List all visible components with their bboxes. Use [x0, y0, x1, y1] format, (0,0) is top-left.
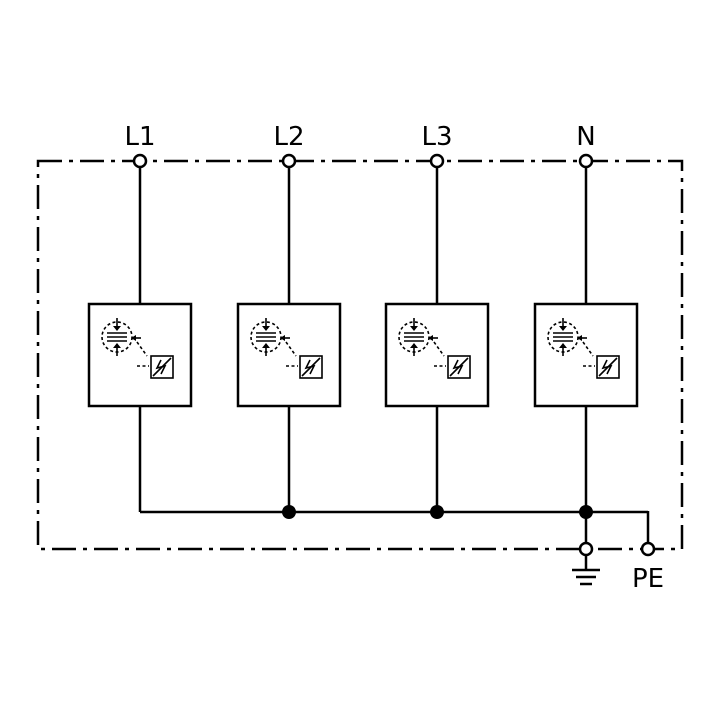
spark-gap-icon [250, 318, 290, 356]
spd-module-l1 [87, 302, 193, 408]
spark-gap-icon [398, 318, 438, 356]
terminal-n [578, 153, 594, 169]
terminal-label-n: N [576, 122, 595, 152]
terminal-l3 [429, 153, 445, 169]
common-bus [140, 510, 650, 544]
terminal-ground [578, 541, 594, 557]
junction-dot [282, 505, 296, 519]
junction-dot [430, 505, 444, 519]
device-enclosure [36, 159, 684, 551]
varistor-icon [596, 355, 620, 379]
varistor-icon [150, 355, 174, 379]
terminal-label-l2: L2 [273, 122, 304, 152]
terminal-label-l1: L1 [124, 122, 155, 152]
junction-dot [579, 505, 593, 519]
varistor-icon [299, 355, 323, 379]
terminal-label-l3: L3 [421, 122, 452, 152]
terminal-l1 [132, 153, 148, 169]
varistor-icon [447, 355, 471, 379]
spark-gap-icon [547, 318, 587, 356]
spd-module-l2 [236, 302, 342, 408]
ground-icon [572, 555, 600, 586]
terminal-label-pe: PE [632, 564, 664, 594]
terminal-l2 [281, 153, 297, 169]
spd-module-n [533, 302, 639, 408]
spd-module-l3 [384, 302, 490, 408]
phase-wires [138, 166, 588, 544]
terminal-pe [640, 541, 656, 557]
spark-gap-icon [101, 318, 141, 356]
